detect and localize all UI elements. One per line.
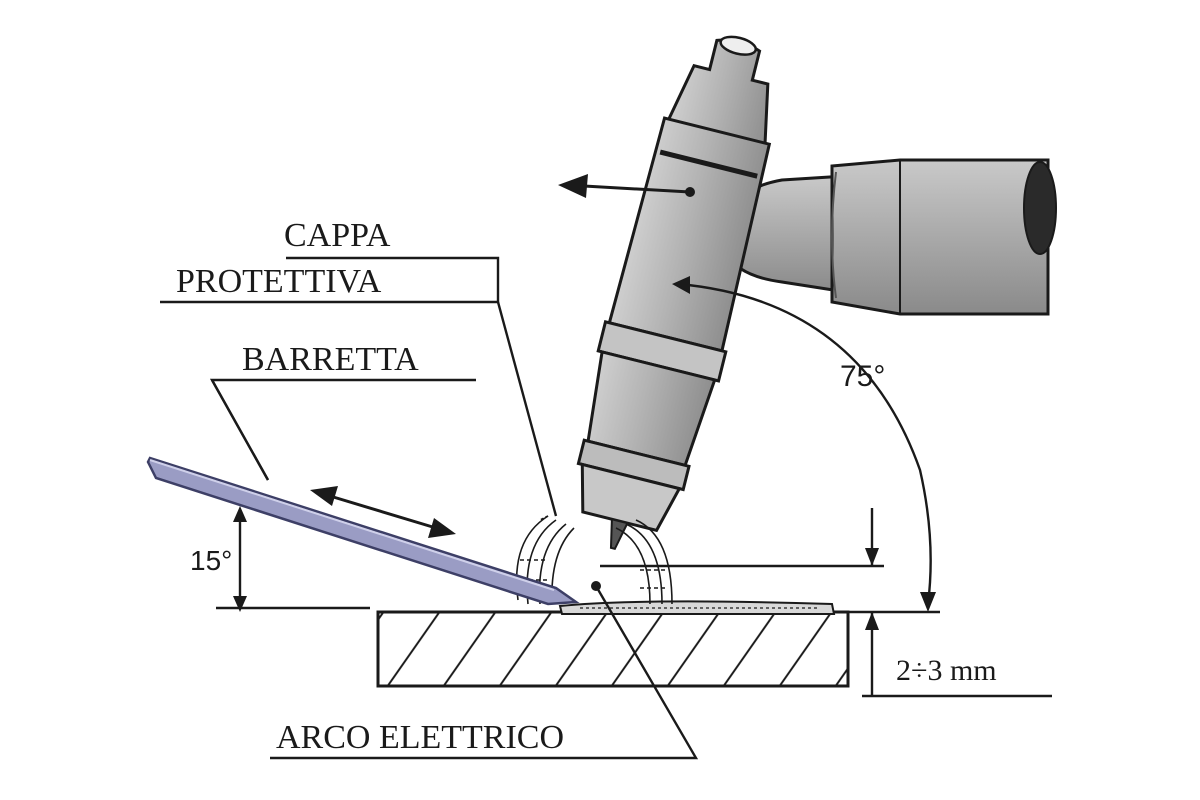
label-rod-angle: 15°: [190, 545, 232, 576]
leader-lines: [160, 256, 699, 760]
label-gap-dimension: 2÷3 mm: [896, 654, 997, 687]
torch-hose: [718, 158, 1057, 316]
label-torch-angle: 75°: [840, 360, 885, 393]
rod-motion-arrow: [310, 486, 456, 538]
filler-rod: [146, 456, 580, 606]
label-protettiva: PROTETTIVA: [176, 263, 382, 300]
base-plate: [376, 610, 850, 688]
torch-angle-dimension: [672, 276, 936, 612]
gap-dimension: [600, 508, 1052, 698]
label-barretta: BARRETTA: [242, 341, 419, 378]
label-cappa: CAPPA: [284, 217, 391, 254]
rod-angle-dimension: [216, 506, 370, 612]
weld-bead: [558, 600, 836, 615]
label-arco-elettrico: ARCO ELETTRICO: [276, 719, 564, 756]
travel-direction-arrow: [558, 174, 695, 198]
welding-torch: [576, 35, 772, 551]
